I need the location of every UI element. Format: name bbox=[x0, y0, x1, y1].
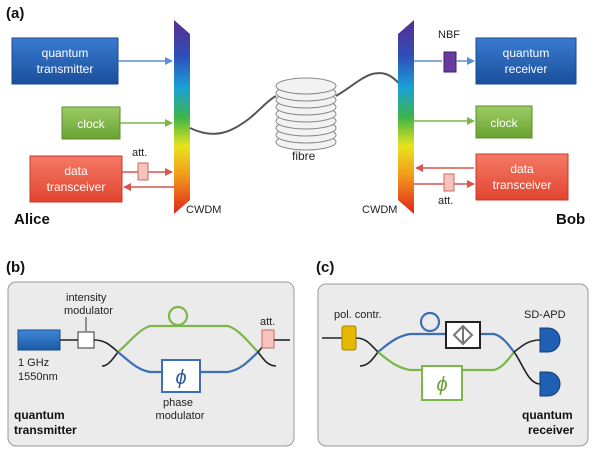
bob-quantum-receiver-box: quantum receiver bbox=[475, 37, 577, 85]
bob-cwdm-label: CWDM bbox=[362, 204, 397, 216]
phase-symbol-c: ϕ bbox=[436, 374, 447, 396]
bob-clock-box: clock bbox=[475, 105, 533, 139]
laser-spec-line2: 1550nm bbox=[18, 371, 58, 383]
panel-b-title-line2: transmitter bbox=[14, 423, 77, 437]
laser-source bbox=[17, 329, 61, 351]
alice-data-transceiver-box: data transceiver bbox=[29, 155, 123, 203]
bob-attenuator bbox=[443, 173, 455, 192]
c-phase-control-box bbox=[445, 321, 481, 349]
fibre-label: fibre bbox=[292, 149, 316, 163]
c-phase-modulator-box bbox=[421, 365, 463, 401]
intensity-modulator-box bbox=[77, 331, 95, 349]
alice-name: Alice bbox=[14, 211, 50, 228]
alice-cwdm-label: CWDM bbox=[186, 204, 221, 216]
fiber-c-stub bbox=[359, 351, 379, 367]
phase-modulator-box bbox=[161, 359, 201, 393]
fiber-im-coupler bbox=[93, 339, 119, 353]
bob-clock-label: clock bbox=[490, 116, 518, 130]
alice-data-line1: data bbox=[64, 164, 88, 178]
alice-quantum-transmitter-line1: quantum bbox=[42, 46, 89, 60]
bob-data-transceiver-box: data transceiver bbox=[475, 153, 569, 201]
phase-modulator-line2: modulator bbox=[156, 410, 205, 422]
panel-c-title-line2: receiver bbox=[528, 423, 574, 437]
laser-spec-line1: 1 GHz bbox=[18, 357, 49, 369]
alice-cwdm-prism bbox=[174, 20, 190, 214]
fibre-spool bbox=[275, 77, 337, 151]
delay-loop bbox=[167, 305, 189, 327]
bob-data-line2: transceiver bbox=[493, 178, 552, 192]
polarization-controller bbox=[341, 325, 357, 351]
upper-arm-green bbox=[117, 324, 259, 353]
pol-contr-label: pol. contr. bbox=[334, 309, 382, 321]
alice-attenuator bbox=[137, 162, 149, 181]
panel-b-label: (b) bbox=[6, 259, 25, 276]
phase-symbol-b: ϕ bbox=[175, 367, 186, 389]
phase-modulator-line1: phase bbox=[163, 397, 193, 409]
panel-c-label: (c) bbox=[316, 259, 334, 276]
panel-b-box bbox=[7, 281, 295, 447]
alice-quantum-transmitter-line2: transmitter bbox=[37, 62, 94, 76]
panel-b-title-line1: quantum bbox=[14, 408, 65, 422]
bob-data-line1: data bbox=[510, 162, 534, 176]
alice-clock-box: clock bbox=[61, 106, 121, 140]
panel-c-title-line1: quantum bbox=[522, 408, 573, 422]
fibre-left bbox=[189, 95, 277, 135]
intensity-modulator-line2: modulator bbox=[64, 305, 113, 317]
bob-att-label: att. bbox=[438, 195, 453, 207]
panel-b-att-label: att. bbox=[260, 316, 275, 328]
bob-name: Bob bbox=[556, 211, 585, 228]
bob-quantum-receiver-line2: receiver bbox=[505, 62, 548, 76]
fiber-input-stub bbox=[101, 351, 119, 367]
fiber-pc-coupler bbox=[355, 337, 379, 353]
fiber-det1 bbox=[513, 339, 541, 353]
sd-apd-detector-2 bbox=[539, 371, 561, 397]
c-delay-loop bbox=[419, 311, 441, 333]
bob-nbf-filter bbox=[443, 51, 457, 73]
alice-quantum-transmitter-box: quantum transmitter bbox=[11, 37, 119, 85]
sd-apd-label: SD-APD bbox=[524, 309, 566, 321]
bob-quantum-receiver-line1: quantum bbox=[503, 46, 550, 60]
intensity-modulator-line1: intensity bbox=[66, 292, 107, 304]
bob-nbf-label: NBF bbox=[438, 29, 460, 41]
alice-data-line2: transceiver bbox=[47, 180, 106, 194]
alice-att-label: att. bbox=[132, 147, 147, 159]
fiber-det2 bbox=[513, 351, 541, 385]
fiber-output-stub bbox=[257, 351, 277, 367]
sd-apd-detector-1 bbox=[539, 327, 561, 353]
bob-cwdm-prism bbox=[398, 20, 414, 214]
panel-b-attenuator bbox=[261, 329, 275, 349]
panel-a-label: (a) bbox=[6, 5, 24, 22]
alice-clock-label: clock bbox=[77, 117, 105, 131]
